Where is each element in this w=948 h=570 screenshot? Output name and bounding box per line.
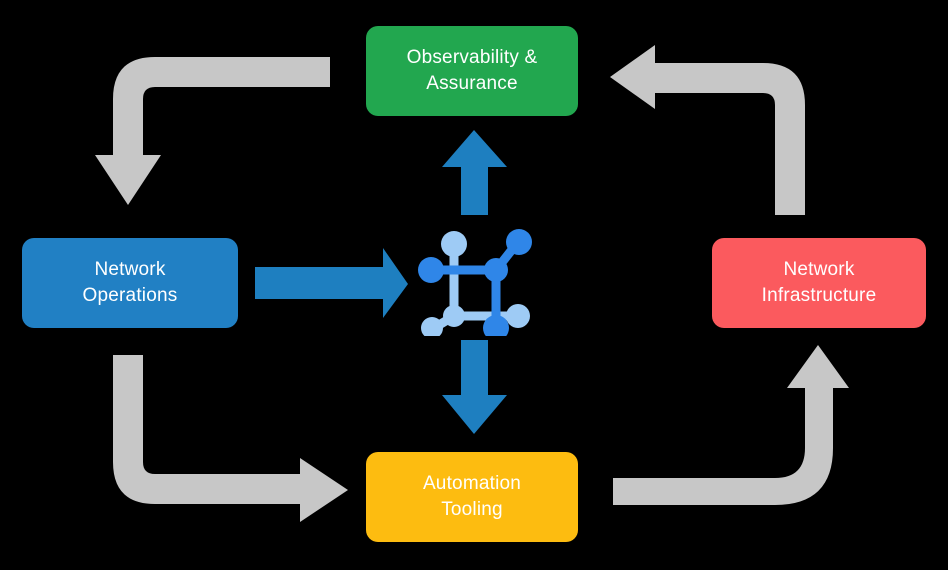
connector-center-to-automation — [442, 340, 507, 434]
node-operations-label: Network Operations — [82, 259, 178, 306]
connector-operations-to-automation — [113, 355, 348, 522]
node-network-operations[interactable]: Network Operations — [22, 238, 238, 328]
connector-center-to-observability — [442, 130, 507, 215]
node-automation-label: Automation Tooling — [422, 473, 522, 520]
icon-nodes-secondary — [421, 231, 530, 336]
connector-operations-to-center — [255, 248, 408, 318]
node-automation-tooling[interactable]: Automation Tooling — [366, 452, 578, 542]
connector-observability-to-operations — [95, 57, 330, 205]
network-topology-icon — [418, 229, 532, 336]
connector-infrastructure-to-observability — [610, 45, 805, 215]
node-network-infrastructure[interactable]: Network Infrastructure — [712, 238, 926, 328]
node-infrastructure-label: Network Infrastructure — [761, 259, 877, 306]
node-observability-label: Observability & Assurance — [406, 47, 538, 94]
connector-automation-to-infrastructure — [613, 345, 849, 505]
icon-nodes-primary — [418, 229, 532, 336]
node-observability-assurance[interactable]: Observability & Assurance — [366, 26, 578, 116]
